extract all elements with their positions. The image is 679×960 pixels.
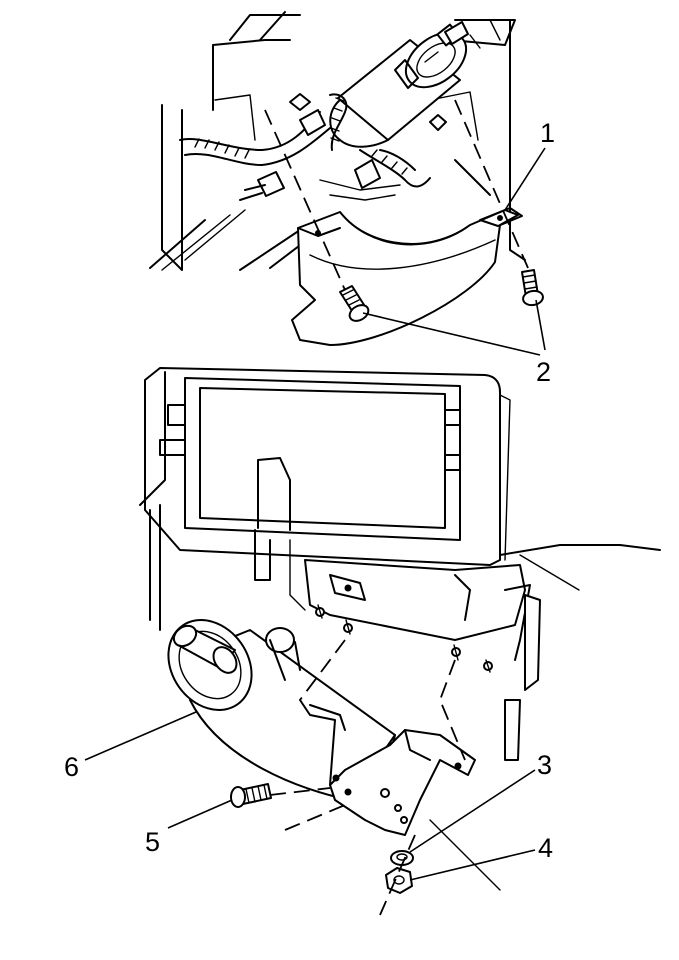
steering-column-assembly: [167, 619, 396, 803]
callout-4: 4: [538, 833, 553, 863]
callout-1: 1: [540, 118, 555, 148]
column-clamp-bracket: [299, 699, 476, 836]
instrument-panel-frame: [139, 367, 661, 631]
frame-edge-line: [429, 819, 501, 891]
bolt-alignment-line-lower: [284, 804, 346, 831]
leader-1: [504, 147, 546, 211]
stud-alignment-line: [379, 834, 416, 916]
top-background-structure: [149, 11, 526, 271]
leader-5: [167, 799, 233, 829]
top-bolt-right: [521, 269, 544, 307]
top-lower-cover: [291, 207, 523, 346]
top-alignment-line-left: [264, 109, 346, 291]
bottom-alignment-line-left: [299, 639, 346, 701]
callout-2: 2: [536, 357, 551, 387]
bolt-alignment-line: [269, 787, 331, 796]
top-bolt-left: [339, 285, 370, 322]
top-wiring-harness: [179, 93, 447, 201]
callout-leaders: [84, 147, 546, 881]
callout-5: 5: [145, 827, 160, 857]
bottom-exploded-view: [139, 367, 661, 916]
washer: [390, 850, 414, 866]
bottom-alignment-line-right: [439, 659, 466, 761]
top-column-cylinder: [329, 21, 469, 148]
top-alignment-line-right: [454, 99, 529, 269]
leader-3: [409, 769, 536, 853]
leader-2b: [535, 299, 546, 351]
mounting-bracket: [304, 559, 541, 761]
leader-2a: [362, 312, 541, 356]
nut: [385, 867, 413, 894]
leader-6: [84, 711, 197, 761]
callout-labels: 1 2 3 4 5 6: [64, 118, 555, 863]
top-installed-view: [149, 11, 544, 346]
leader-4: [409, 849, 536, 881]
callout-3: 3: [537, 750, 552, 780]
column-bolt: [230, 783, 272, 808]
callout-6: 6: [64, 752, 79, 782]
